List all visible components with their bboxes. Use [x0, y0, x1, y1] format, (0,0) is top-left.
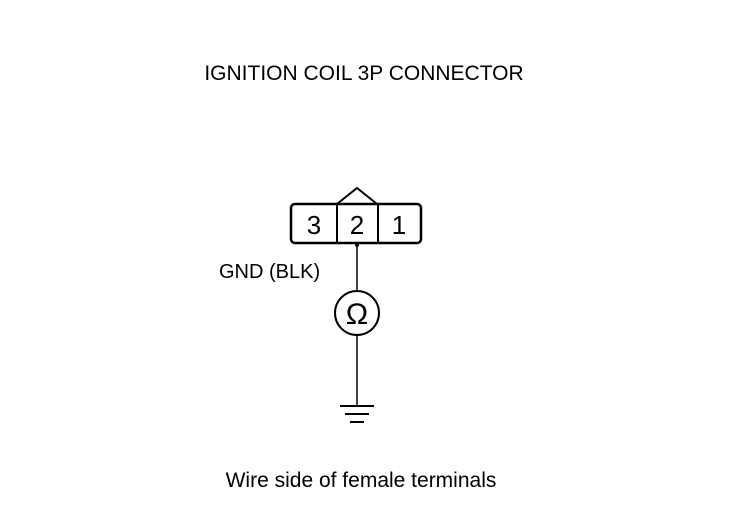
diagram-title: IGNITION COIL 3P CONNECTOR	[204, 62, 523, 85]
ground-wire-label: GND (BLK)	[219, 261, 320, 283]
ohm-symbol: Ω	[346, 298, 368, 331]
ohmmeter-icon: Ω	[334, 290, 380, 336]
connector-3p: 3 2 1	[289, 186, 423, 245]
diagram-caption: Wire side of female terminals	[226, 469, 497, 492]
connector-lock-tab	[336, 186, 378, 205]
pin-label-2: 2	[350, 210, 364, 240]
ground-symbol-icon	[340, 405, 374, 423]
pin-label-1: 1	[392, 210, 406, 240]
pin-label-3: 3	[307, 210, 321, 240]
connector-body	[289, 202, 423, 245]
